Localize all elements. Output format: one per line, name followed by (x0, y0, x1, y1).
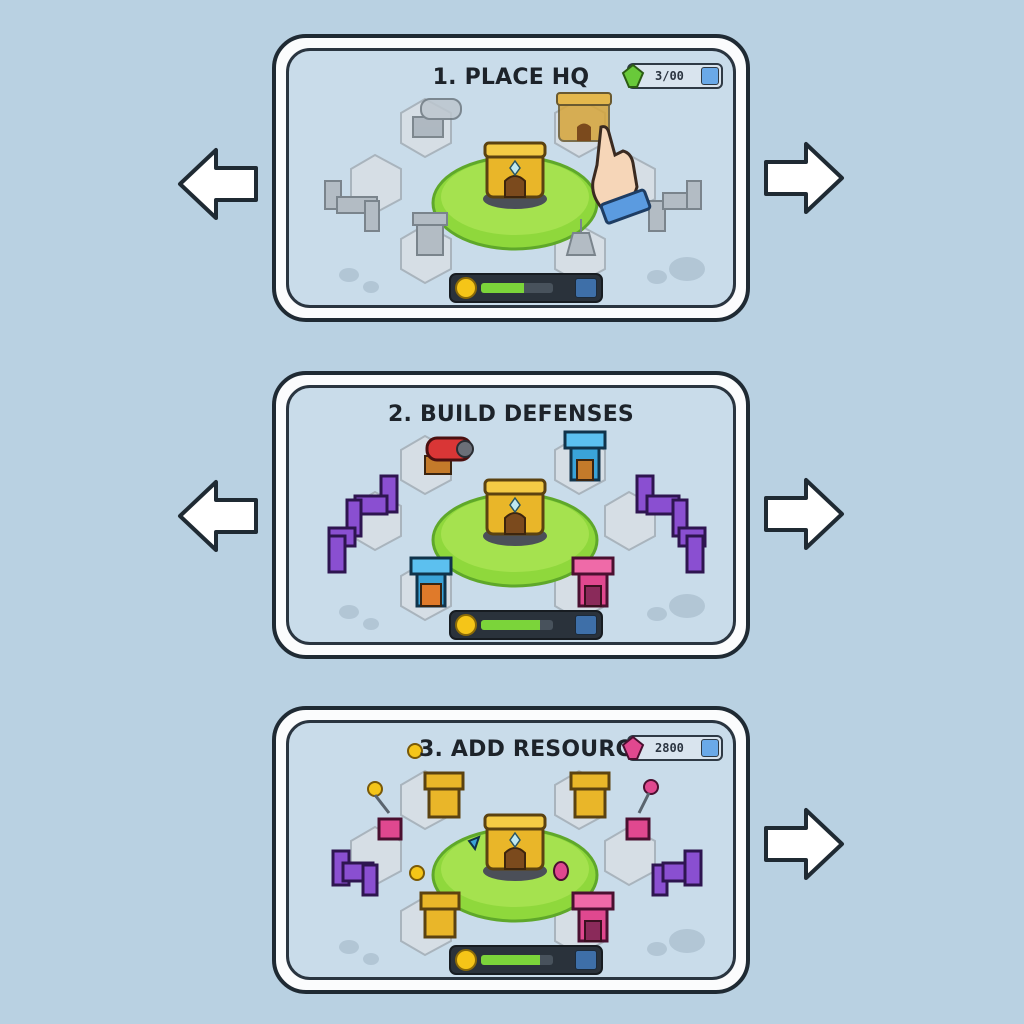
hand-pointer-icon (591, 125, 652, 225)
coin-icon (407, 743, 423, 759)
step-panel-1: 1. PLACE HQ 3/00 (272, 34, 750, 322)
arrow-left-icon[interactable] (176, 478, 260, 554)
game-view-2[interactable]: 2. BUILD DEFENSES (286, 385, 736, 645)
hq-building (483, 141, 547, 209)
step-panel-2: 2. BUILD DEFENSES (272, 371, 750, 659)
grid-menu-icon[interactable] (575, 950, 597, 970)
grid-menu-icon[interactable] (575, 278, 597, 298)
progress-fill (481, 620, 541, 630)
coin-icon (455, 949, 477, 971)
base-scene-1 (324, 92, 705, 293)
progress-fill (481, 283, 525, 293)
progress-fill (481, 955, 541, 965)
arrow-right-icon[interactable] (762, 806, 846, 882)
cannon-defense (424, 436, 474, 475)
ghost-cannon (412, 98, 462, 138)
archer-tower-blue (409, 556, 453, 608)
arrow-right-icon[interactable] (762, 140, 846, 216)
arrow-left-icon[interactable] (176, 146, 260, 222)
bottom-hud (449, 273, 603, 303)
counter-value: 3/00 (655, 69, 684, 83)
elixir-collector (367, 781, 403, 841)
gold-mine (419, 891, 461, 939)
ghost-turret (565, 219, 597, 256)
wall-right (651, 849, 703, 897)
wall-left (331, 849, 379, 897)
arrow-right-icon[interactable] (762, 476, 846, 552)
resource-counter: 2800 (621, 735, 723, 761)
ghost-wall-left (324, 180, 380, 232)
wall-right (635, 474, 707, 574)
elixir-collector (625, 779, 659, 841)
archer-tower-blue (563, 430, 607, 482)
ghost-wall-right (648, 180, 702, 232)
game-view-3[interactable]: 3. ADD RESOURCES 2800 (286, 720, 736, 980)
base-scene-2 (327, 430, 707, 630)
base-scene-3 (331, 743, 705, 965)
step-title: 1. PLACE HQ (432, 65, 590, 90)
gem-icon (621, 63, 645, 88)
game-view-1[interactable]: 1. PLACE HQ 3/00 (286, 48, 736, 308)
gem-icon (621, 735, 645, 760)
progress-bar (481, 283, 553, 293)
expand-icon[interactable] (701, 67, 719, 85)
step-title: 2. BUILD DEFENSES (388, 402, 634, 427)
gem-icon (467, 835, 481, 852)
coin-icon (409, 865, 425, 881)
step-title: 3. ADD RESOURCES (419, 737, 664, 762)
bottom-hud (449, 610, 603, 640)
gold-mine (423, 771, 465, 819)
mage-tower-pink (571, 556, 615, 608)
hq-building (483, 478, 547, 546)
grid-menu-icon[interactable] (575, 615, 597, 635)
coin-icon (455, 614, 477, 636)
resource-counter: 3/00 (621, 63, 723, 89)
bottom-hud (449, 945, 603, 975)
progress-bar (481, 955, 553, 965)
wall-left (327, 474, 399, 574)
coin-icon (455, 277, 477, 299)
mage-tower-pink (571, 891, 615, 943)
ghost-tower (412, 212, 448, 256)
hq-building (483, 813, 547, 881)
expand-icon[interactable] (701, 739, 719, 757)
counter-value: 2800 (655, 741, 684, 755)
step-panel-3: 3. ADD RESOURCES 2800 (272, 706, 750, 994)
progress-bar (481, 620, 553, 630)
elixir-drop-icon (553, 861, 569, 881)
gold-mine (569, 771, 611, 819)
ghost-hq (556, 92, 612, 142)
